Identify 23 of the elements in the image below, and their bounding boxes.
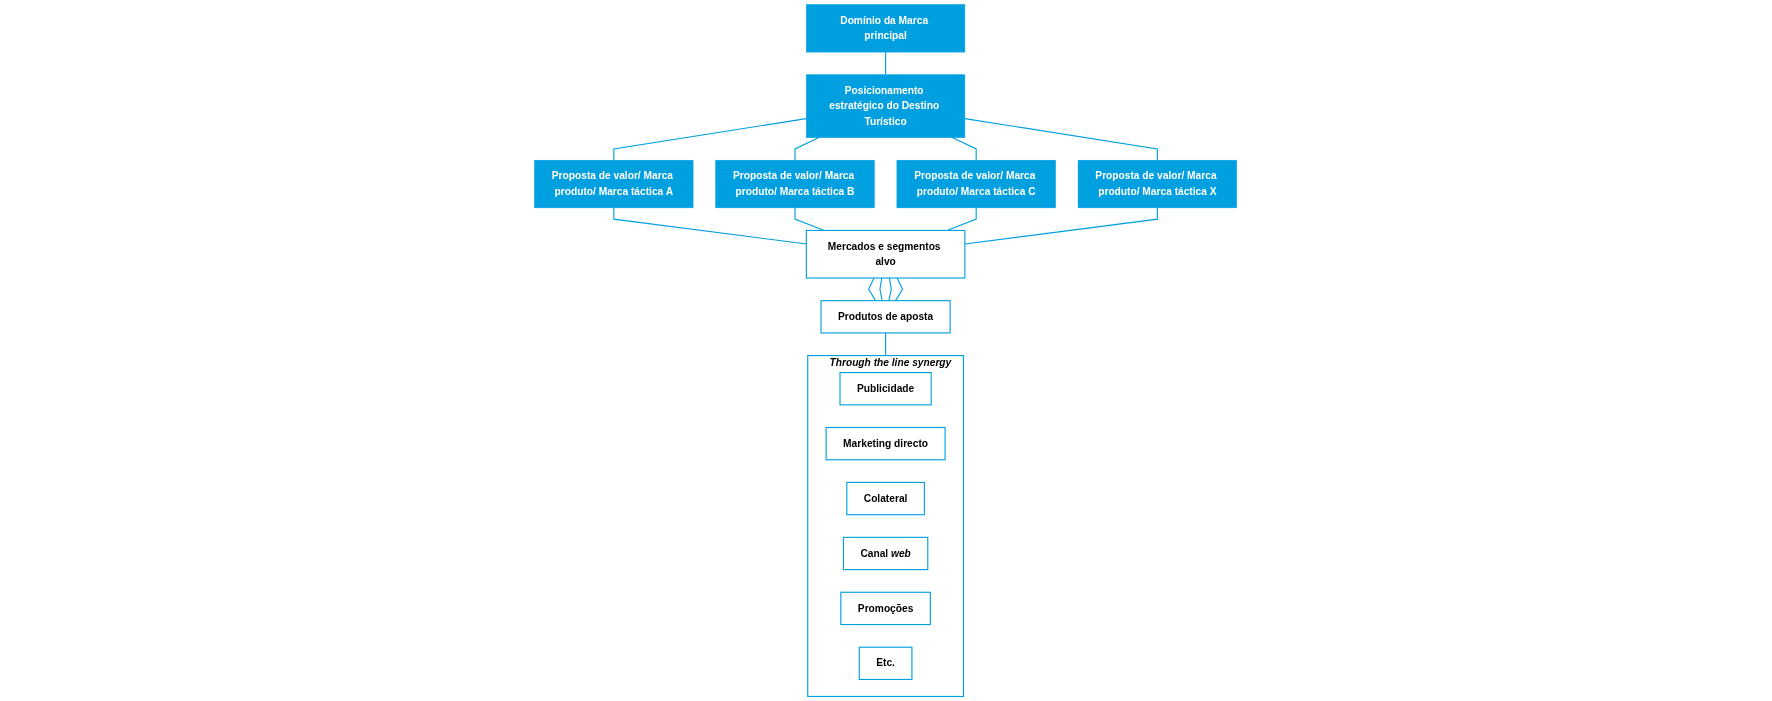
node-box: Produtos de aposta [820,300,952,334]
node-box: Etc. [859,646,913,681]
connector [885,51,887,76]
connector [879,277,884,302]
node-box: Marketing directo [825,426,947,461]
node-box: Promoções [840,591,932,626]
connector [964,118,1159,161]
node-box: Mercados e segmentos alvo [806,229,966,279]
connector [794,137,820,161]
node-box: Proposta de valor/ Marca produto/ Marca táctica A [534,159,694,209]
node-box: Proposta de valor/ Marca produto/ Marca táctica X [1078,159,1238,209]
node-box: Posicionamento estratégico do Destino Turístico [806,74,966,138]
connector [952,137,978,161]
connector [888,277,893,302]
connector [613,118,808,161]
connector [946,207,978,231]
node-box: Canal web [843,536,929,571]
node-box: Proposta de valor/ Marca produto/ Marca táctica C [897,159,1057,209]
node-box: Publicidade [839,372,933,406]
connector [885,332,887,357]
node-box: Colateral [846,481,926,516]
node-box: Domínio da Marca principal [806,4,966,53]
node-box: Proposta de valor/ Marca produto/ Marca táctica B [715,159,875,209]
